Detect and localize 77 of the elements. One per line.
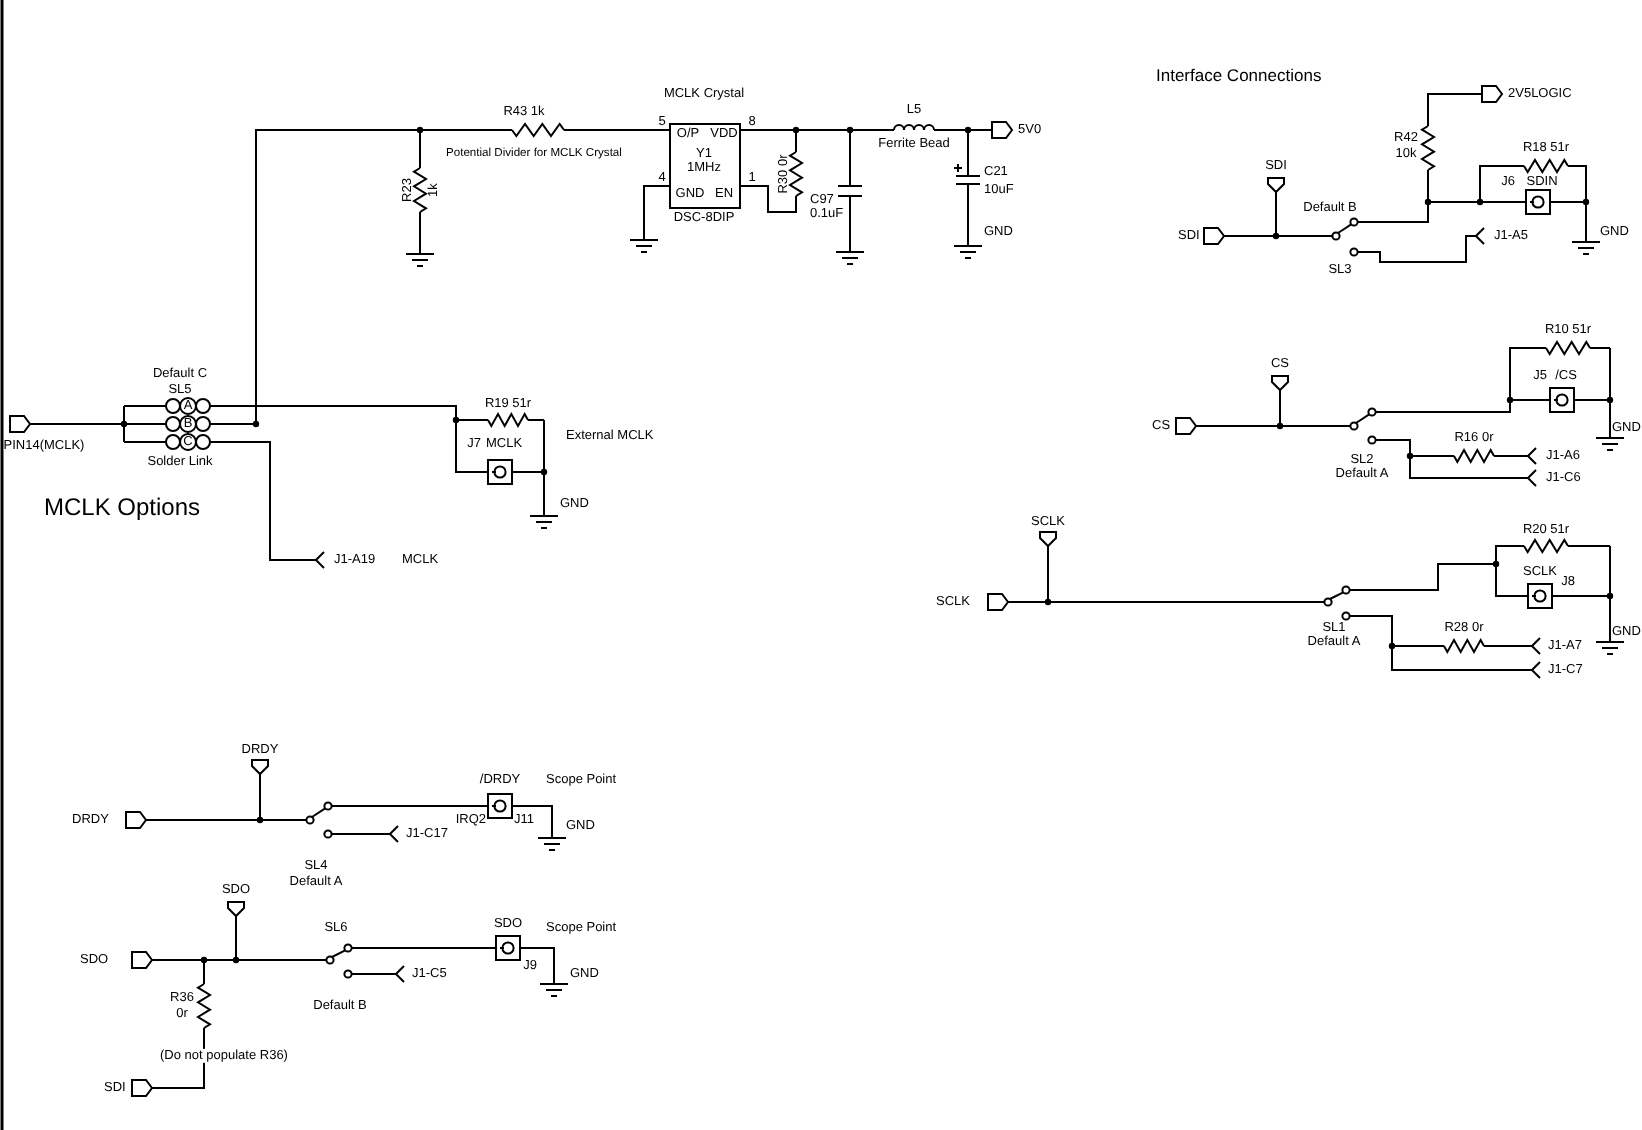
wire (537, 947, 555, 965)
wire (1047, 549, 1301, 603)
test-point (1264, 158, 1290, 196)
section-heading: Interface Connections (1156, 66, 1322, 86)
test-point (1028, 514, 1068, 550)
wire (523, 471, 545, 495)
capacitor (952, 160, 1016, 200)
signal-port (1156, 414, 1200, 438)
capacitor (808, 168, 868, 224)
resistor (1510, 138, 1582, 172)
signal-port (68, 808, 154, 832)
wire (389, 947, 481, 949)
wire (215, 441, 325, 569)
wire (643, 185, 653, 235)
wire (849, 223, 851, 247)
signal-port (1176, 224, 1230, 248)
wire (1503, 637, 1541, 655)
solder-link (1330, 404, 1400, 484)
test-point (220, 882, 252, 920)
wire (215, 405, 461, 473)
wire (351, 825, 399, 843)
wire (1399, 439, 1537, 487)
resistor (774, 144, 808, 204)
test-point (1268, 356, 1292, 394)
wire (1583, 595, 1611, 625)
wire (351, 805, 455, 807)
solder-link (112, 364, 216, 472)
test-socket (480, 916, 538, 974)
wire (1517, 447, 1537, 465)
signal-port (76, 948, 160, 972)
solder-link (1296, 200, 1370, 280)
ground-symbol (954, 220, 1014, 264)
wire (1427, 93, 1475, 117)
wire (1589, 399, 1611, 421)
test-socket (460, 434, 524, 488)
test-socket (454, 768, 534, 828)
test-socket (1530, 366, 1590, 414)
wire (533, 805, 553, 819)
ground-symbol (406, 248, 434, 268)
wire (159, 1035, 205, 1089)
test-point (240, 742, 280, 778)
wire (947, 129, 969, 161)
wire (87, 423, 113, 425)
oscillator-chip (652, 84, 764, 228)
ground-symbol (630, 234, 658, 254)
wire (389, 965, 405, 983)
wire (215, 129, 421, 425)
test-socket (1516, 562, 1584, 612)
wire (159, 959, 205, 977)
wire (1369, 227, 1485, 263)
inductor (872, 100, 948, 152)
wire (763, 129, 873, 131)
signal-port (4, 412, 88, 456)
wire (763, 185, 797, 213)
wire (1379, 615, 1541, 679)
wire (1279, 393, 1331, 427)
resistor (486, 102, 576, 136)
resistor (1530, 322, 1610, 356)
resistor (1424, 620, 1504, 652)
resistor (1430, 430, 1518, 462)
resistor (472, 396, 544, 426)
wire (1571, 201, 1587, 223)
wire (967, 199, 969, 221)
wire (235, 919, 301, 961)
resistor (1510, 522, 1610, 552)
wire (1275, 195, 1297, 237)
wire (259, 777, 281, 821)
section-heading: MCLK Options (44, 494, 201, 522)
wire (575, 129, 653, 131)
ground-symbol (836, 246, 864, 266)
signal-port (100, 1076, 160, 1100)
wire (1369, 165, 1511, 223)
wire (1399, 399, 1531, 413)
test-socket (1496, 174, 1572, 218)
signal-port (932, 590, 1014, 614)
wire (419, 227, 421, 249)
wire (1379, 563, 1517, 597)
